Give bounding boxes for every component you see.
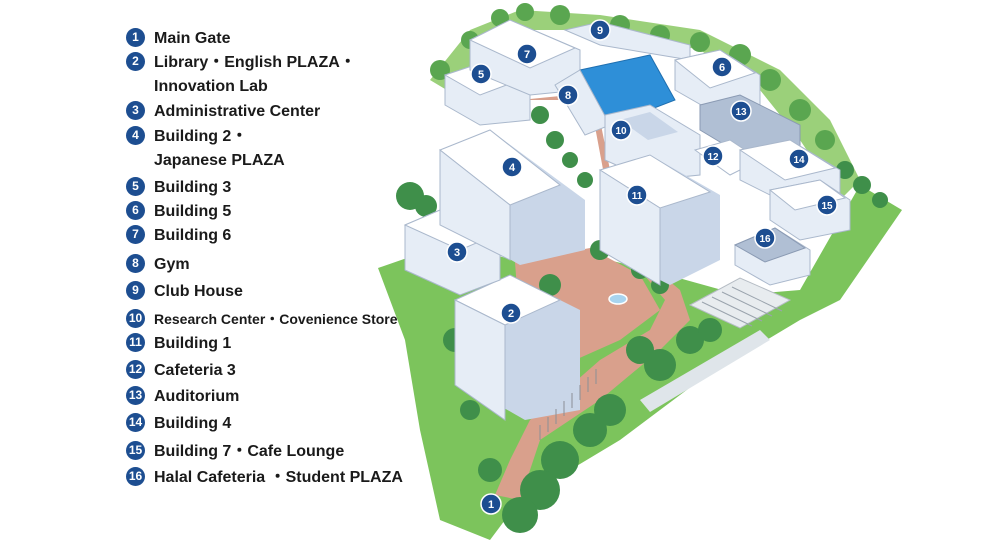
legend-label: Building 2・ Japanese PLAZA [154,128,285,169]
map-marker-11: 11 [626,184,648,206]
map-marker-10: 10 [610,119,632,141]
legend-label: Auditorium [154,388,240,405]
parking-stripes [701,286,783,327]
legend-label: Building 1 [154,335,232,352]
legend-item-administrative-center: 3 Administrative Center [126,100,320,124]
map-marker-label: 2 [508,308,514,320]
legend-number: 4 [126,126,145,145]
map-marker-label: 8 [565,90,571,102]
legend-number: 8 [126,254,145,273]
legend-number: 13 [126,386,145,405]
legend-label: Administrative Center [154,103,321,120]
map-marker-label: 1 [488,499,494,511]
legend-number: 11 [126,333,145,352]
legend-item-auditorium: 13 Auditorium [126,385,239,409]
legend-number: 5 [126,177,145,196]
legend-label: Club House [154,283,243,300]
legend-item-gym: 8 Gym [126,253,190,277]
map-marker-7: 7 [516,43,538,65]
legend-label: Halal Cafeteria ・Student PLAZA [154,469,403,486]
legend-label: Main Gate [154,30,231,47]
legend-item-main-gate: 1 Main Gate [126,27,230,51]
map-marker-16: 16 [754,227,776,249]
map-marker-label: 10 [615,126,627,137]
legend-label: Building 4 [154,415,232,432]
legend-number: 16 [126,467,145,486]
map-marker-label: 9 [597,25,603,37]
legend-item-cafeteria-3: 12 Cafeteria 3 [126,359,236,383]
legend-item-library: 2 Library・English PLAZA・ Innovation Lab [126,51,356,99]
legend-number: 7 [126,225,145,244]
map-marker-label: 16 [759,234,771,245]
legend-number: 3 [126,101,145,120]
map-marker-label: 4 [509,162,516,174]
central-plaza [495,96,690,500]
legend-label: Building 7・Cafe Lounge [154,443,345,460]
road [640,330,770,412]
legend-item-building-4: 14 Building 4 [126,412,231,436]
legend-label: Building 6 [154,227,232,244]
map-marker-2: 2 [500,302,522,324]
map-marker-label: 6 [719,62,725,74]
map-marker-1: 1 [480,493,502,515]
map-marker-label: 13 [735,107,747,118]
map-marker-label: 14 [793,155,805,166]
legend-item-building-3: 5 Building 3 [126,176,231,200]
map-marker-12: 12 [702,145,724,167]
legend-label: Building 5 [154,203,232,220]
hedge-ring [430,10,860,200]
map-marker-label: 3 [454,247,460,259]
legend-item-building-1: 11 Building 1 [126,332,231,356]
flag-row [539,369,597,440]
legend-item-building-5: 6 Building 5 [126,200,231,224]
map-marker-label: 12 [707,152,719,163]
legend-number: 1 [126,28,145,47]
building-2 [439,129,585,265]
map-marker-13: 13 [730,100,752,122]
parking-lot [688,277,792,329]
legend-item-building-6: 7 Building 6 [126,224,231,248]
fountain [608,293,628,305]
map-marker-4: 4 [501,156,523,178]
legend-label: Building 3 [154,179,232,196]
legend-number: 15 [126,441,145,460]
map-marker-6: 6 [711,56,733,78]
legend-number: 2 [126,52,145,71]
legend-label: Gym [154,256,190,273]
legend-label: Cafeteria 3 [154,362,236,379]
building-library [453,274,580,421]
map-marker-14: 14 [788,148,810,170]
legend-item-halal-cafeteria: 16 Halal Cafeteria ・Student PLAZA [126,466,403,490]
map-marker-5: 5 [470,63,492,85]
legend-label: Research Center・Covenience Store [154,311,398,327]
legend-item-club-house: 9 Club House [126,280,243,304]
map-marker-label: 7 [524,49,530,61]
map-marker-label: 15 [821,201,833,212]
map-marker-15: 15 [816,194,838,216]
legend-label: Library・English PLAZA・ Innovation Lab [154,54,356,95]
legend-number: 6 [126,201,145,220]
legend-item-building-2: 4 Building 2・ Japanese PLAZA [126,125,285,173]
map-marker-3: 3 [446,241,468,263]
legend-number: 12 [126,360,145,379]
legend-number: 9 [126,281,145,300]
legend-number: 14 [126,413,145,432]
map-marker-label: 5 [478,69,484,81]
legend-number: 10 [126,309,145,328]
map-marker-9: 9 [589,19,611,41]
legend-item-research-center: 10 Research Center・Covenience Store [126,308,398,330]
legend-item-building-7: 15 Building 7・Cafe Lounge [126,440,344,464]
map-marker-8: 8 [557,84,579,106]
map-marker-label: 11 [632,191,643,202]
